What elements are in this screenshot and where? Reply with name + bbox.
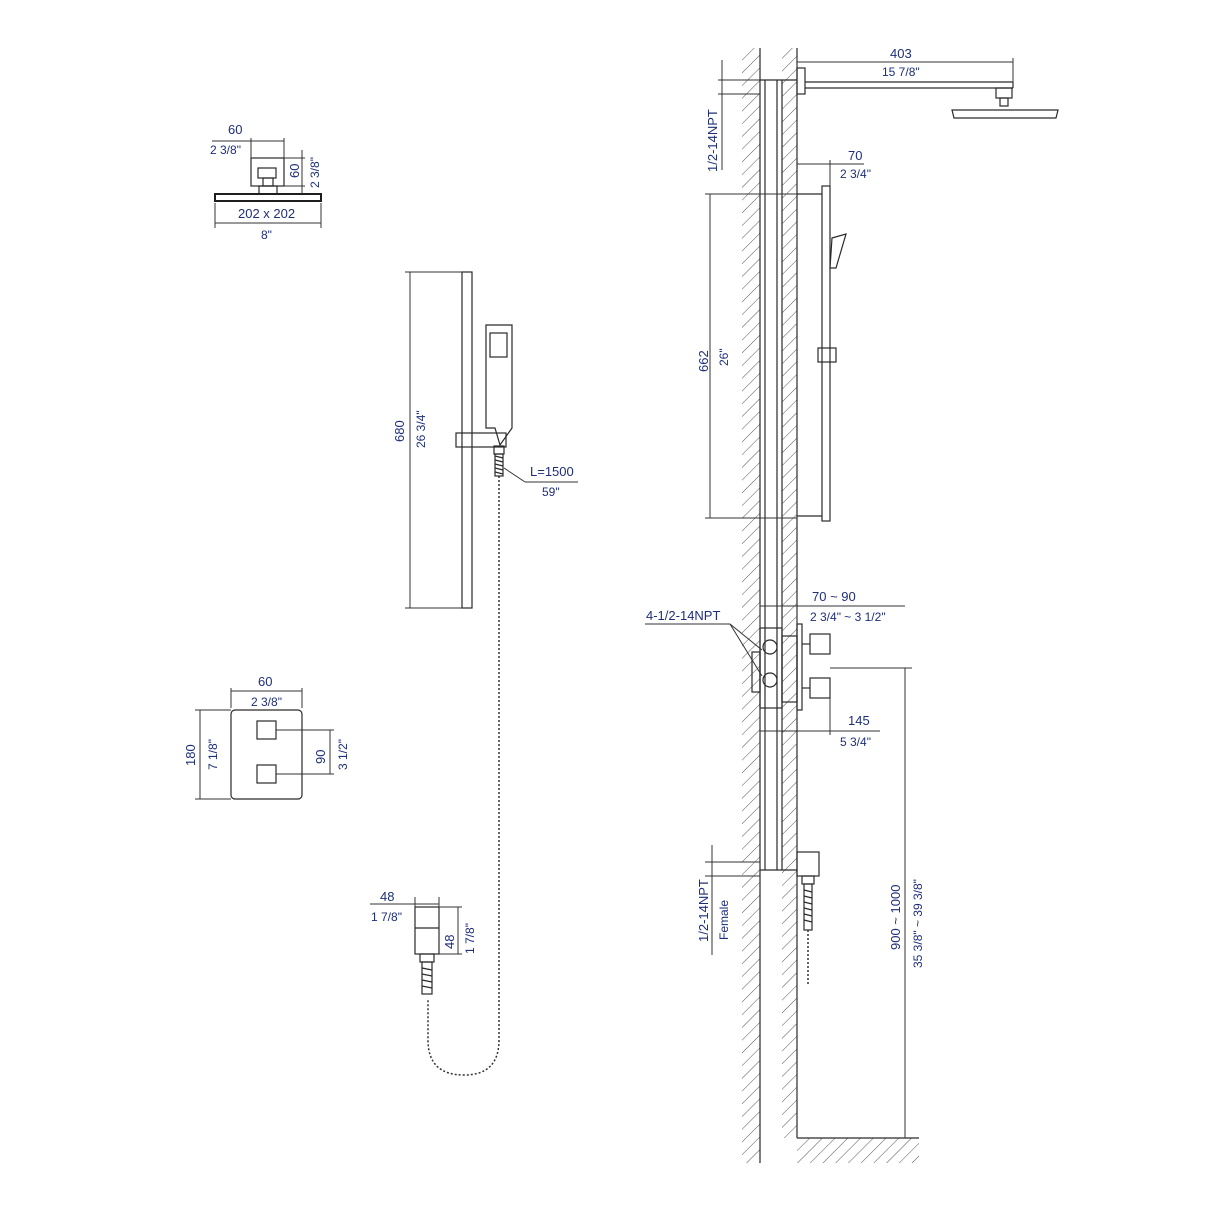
trim-width-mm: 60	[258, 674, 272, 689]
top-npt-label: 1/2-14NPT	[705, 109, 720, 172]
elbow-height-in: 1 7/8"	[463, 923, 477, 954]
elbow-width-in: 1 7/8"	[371, 910, 402, 924]
install-height-in: 35 3/8" ~ 39 3/8"	[911, 879, 925, 968]
bar-length-in: 26 3/4"	[414, 410, 428, 448]
valve-depth-mm: 70 ~ 90	[812, 589, 856, 604]
head-width-mm: 60	[228, 122, 242, 137]
elbow-width-mm: 48	[380, 889, 394, 904]
plate-size-mm: 202 x 202	[238, 206, 295, 221]
valve-depth-in: 2 3/4" ~ 3 1/2"	[810, 610, 886, 624]
side-bar-length-mm: 662	[696, 350, 711, 372]
head-height-in: 2 3/8"	[308, 157, 322, 188]
bar-length-mm: 680	[392, 420, 407, 442]
head-height-mm: 60	[287, 164, 302, 178]
bottom-npt-type: Female	[717, 900, 731, 940]
trim-height-in: 7 1/8"	[206, 739, 220, 770]
trim-width-in: 2 3/8"	[251, 695, 282, 709]
trim-depth-in: 5 3/4"	[840, 735, 871, 749]
install-height-mm: 900 ~ 1000	[888, 885, 903, 950]
plate-size-in: 8"	[261, 228, 272, 242]
valve-npt-label: 4-1/2-14NPT	[646, 608, 720, 623]
hose-length-in: 59"	[542, 485, 560, 499]
arm-length-in: 15 7/8"	[882, 65, 920, 79]
side-view-installation: 403 15 7/8" 1/2-14NPT 70 2 3/4" 662 26"	[645, 46, 1059, 1163]
hose-length-mm: L=1500	[530, 464, 574, 479]
trim-depth-mm: 145	[848, 713, 870, 728]
bottom-npt-label: 1/2-14NPT	[696, 879, 711, 942]
trim-spacing-mm: 90	[313, 750, 328, 764]
bar-offset-in: 2 3/4"	[840, 167, 871, 181]
valve-trim-detail: 60 2 3/8" 180 7 1/8" 90 3 1/2"	[183, 674, 350, 800]
trim-spacing-in: 3 1/2"	[336, 739, 350, 770]
elbow-height-mm: 48	[442, 935, 457, 949]
slide-bar-detail: 680 26 3/4" L=1500 59"	[392, 271, 578, 1076]
arm-length-mm: 403	[890, 46, 912, 61]
bar-offset-mm: 70	[848, 148, 862, 163]
head-width-in: 2 3/8"	[210, 143, 241, 157]
outlet-elbow-detail: 48 1 7/8" 48 1 7/8"	[370, 889, 477, 995]
trim-height-mm: 180	[183, 744, 198, 766]
side-bar-length-in: 26"	[717, 348, 731, 366]
shower-head-detail: 60 2 3/8" 60 2 3/8" 202 x 202 8"	[210, 122, 322, 242]
